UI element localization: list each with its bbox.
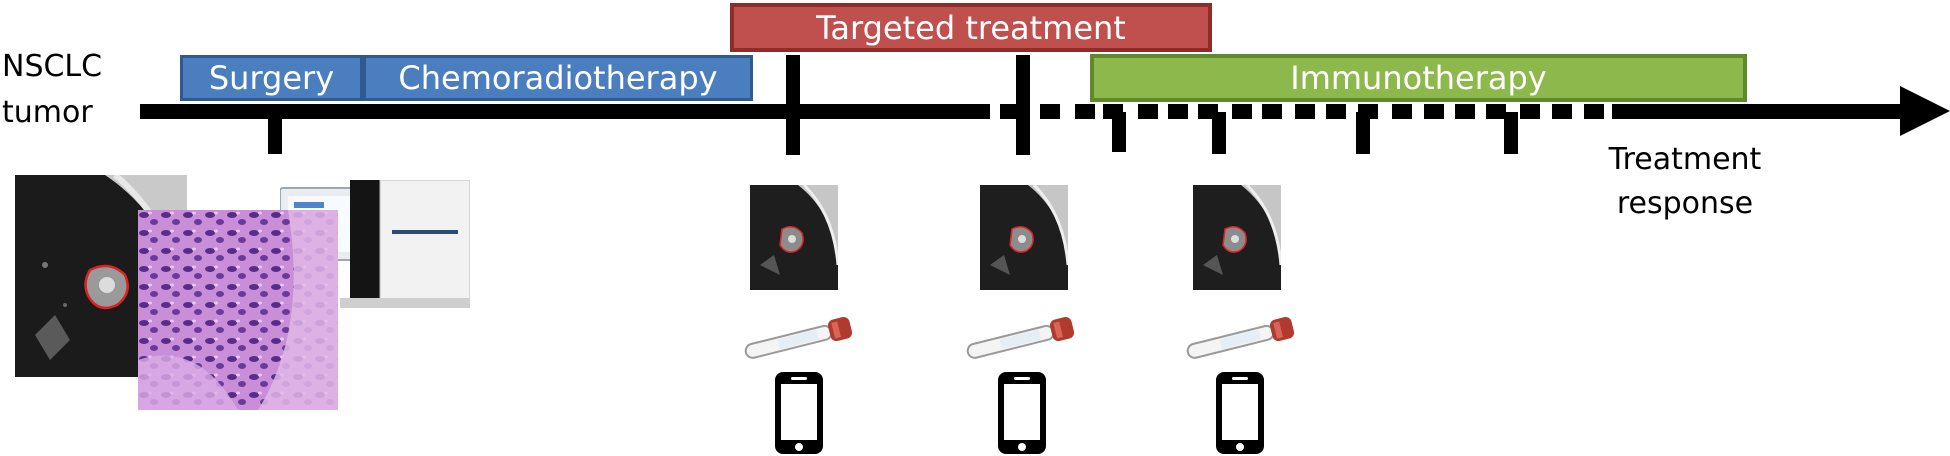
response-label-line1: Treatment: [1608, 142, 1762, 177]
phase-immunotherapy: Immunotherapy: [1090, 54, 1747, 102]
timeline-solid-line: [140, 104, 970, 119]
tumor-label-line2: tumor: [2, 95, 93, 130]
phase-chemoradiotherapy: Chemoradiotherapy: [363, 55, 753, 101]
blood-sample-tube-icon: [966, 316, 1075, 359]
response-label-line2: response: [1616, 186, 1754, 221]
blood-sample-tube-icon: [1186, 316, 1295, 359]
phase-targeted-treatment-label: Targeted treatment: [816, 8, 1126, 47]
ct-scan-icon: [750, 185, 838, 290]
ct-scan-icon: [980, 185, 1068, 290]
blood-sample-tube-icon: [744, 316, 853, 359]
phase-surgery-label: Surgery: [208, 59, 335, 97]
phase-immunotherapy-label: Immunotherapy: [1290, 59, 1547, 97]
tumor-label-line1: NSCLC: [2, 49, 103, 84]
tumor-label: NSCLC tumor: [2, 44, 102, 136]
histology-slide-icon: [138, 210, 338, 410]
timeline-end-line: [1628, 86, 1950, 136]
timeline-ticks: [268, 55, 1518, 155]
phase-targeted-treatment: Targeted treatment: [730, 3, 1212, 52]
smartphone-icon: [998, 372, 1046, 454]
phase-chemoradiotherapy-label: Chemoradiotherapy: [398, 59, 718, 97]
smartphone-icon: [775, 372, 823, 454]
treatment-response-label: Treatment response: [1590, 138, 1780, 226]
ct-scan-icon: [1193, 185, 1281, 290]
smartphone-icon: [1216, 372, 1264, 454]
timeline-dashed-line: [970, 104, 1628, 119]
phase-surgery: Surgery: [180, 55, 363, 101]
